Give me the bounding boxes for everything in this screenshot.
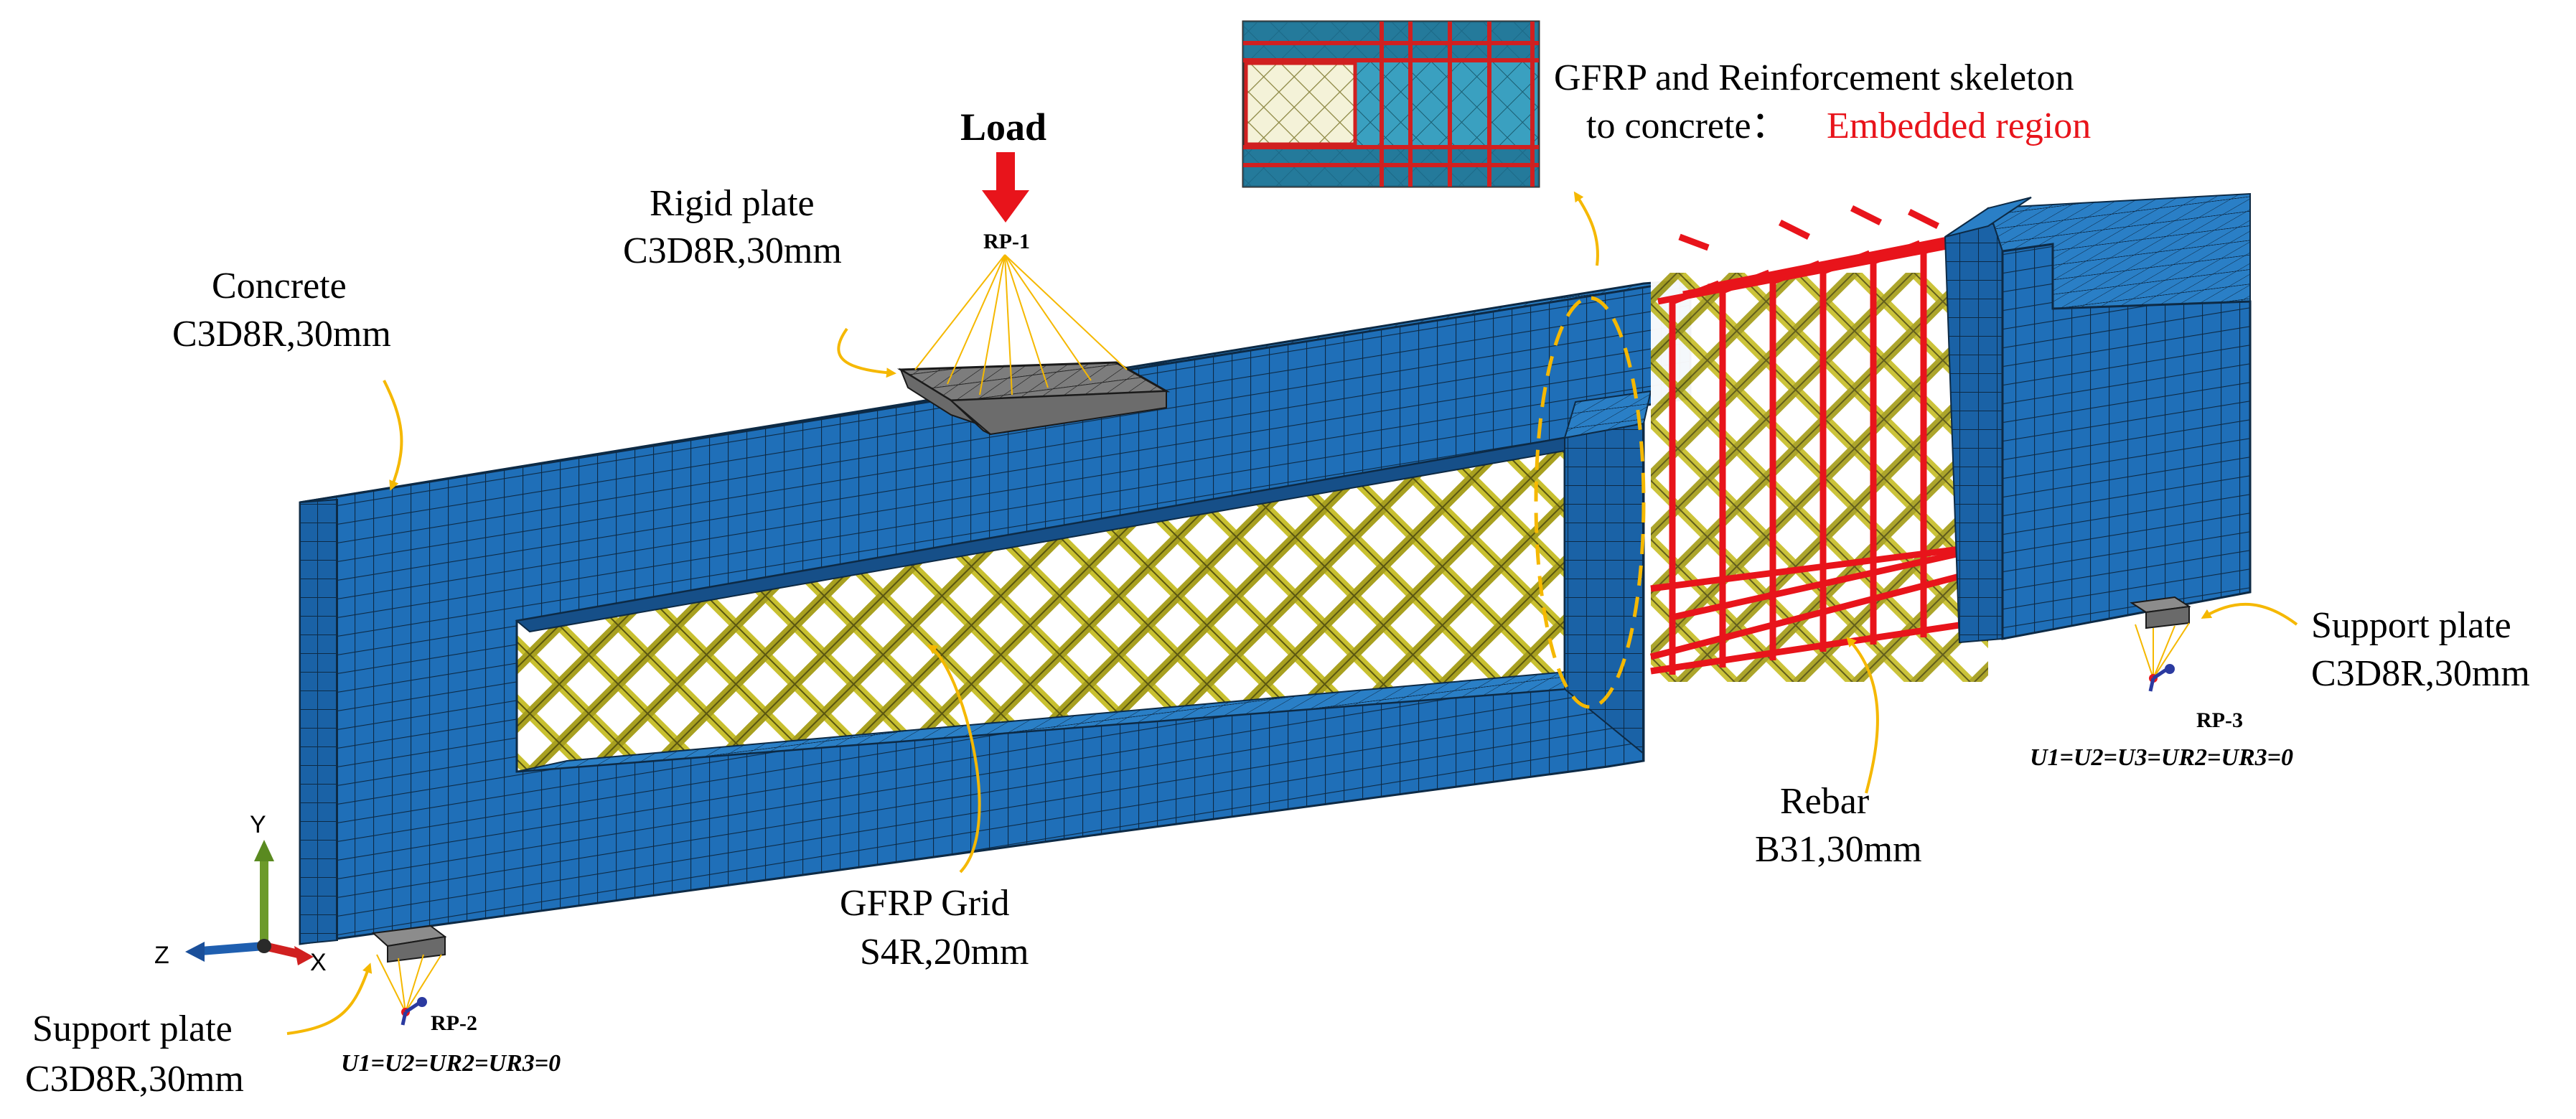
rp3-bc-symbol (2148, 664, 2175, 692)
embedded-inset (1242, 20, 1540, 188)
rigid-plate-label-2: C3D8R,30mm (623, 230, 842, 271)
embedded-region-ellipse (1534, 296, 1646, 709)
axis-triad (185, 840, 314, 965)
bc-right-label: U1=U2=U3=UR2=UR3=0 (2030, 744, 2293, 771)
concrete-label-1: Concrete (212, 266, 347, 306)
gfrp-label-2: S4R,20mm (860, 932, 1029, 973)
axis-z-label: Z (154, 942, 169, 969)
load-arrow (982, 152, 1029, 223)
rp1-label: RP-1 (983, 230, 1030, 253)
embedded-label-red: Embedded region (1827, 106, 2091, 146)
callout-arrows (286, 191, 2298, 1035)
support-right-label-1: Support plate (2311, 605, 2511, 646)
load-label: Load (960, 106, 1046, 149)
support-left-label-1: Support plate (32, 1008, 233, 1049)
support-left-label-2: C3D8R,30mm (25, 1059, 244, 1100)
rp1-coupling-lines (914, 254, 1128, 395)
concrete-label-2: C3D8R,30mm (172, 314, 391, 355)
rp2-label: RP-2 (431, 1011, 477, 1035)
bc-left-label: U1=U2=UR2=UR3=0 (341, 1050, 561, 1077)
gfrp-label-1: GFRP Grid (840, 883, 1009, 924)
support-right-label-2: C3D8R,30mm (2311, 653, 2530, 694)
right-support-plate (2130, 596, 2191, 692)
embedded-label-2: to concrete： (1586, 106, 1789, 146)
rebar-label-2: B31,30mm (1755, 829, 1922, 870)
rigid-plate-label-1: Rigid plate (650, 183, 815, 224)
rebar-cage (1649, 205, 2053, 682)
rp3-label: RP-3 (2196, 708, 2243, 732)
axis-y-label: Y (250, 811, 266, 838)
rigid-plate (896, 361, 1171, 436)
axis-x-label: X (310, 949, 327, 976)
rebar-label-1: Rebar (1780, 781, 1869, 822)
left-support-plate (371, 924, 447, 1026)
embedded-label-1: GFRP and Reinforcement skeleton (1554, 57, 2074, 98)
concrete-support-block (1944, 192, 2252, 644)
rp2-bc-symbol (401, 997, 427, 1026)
